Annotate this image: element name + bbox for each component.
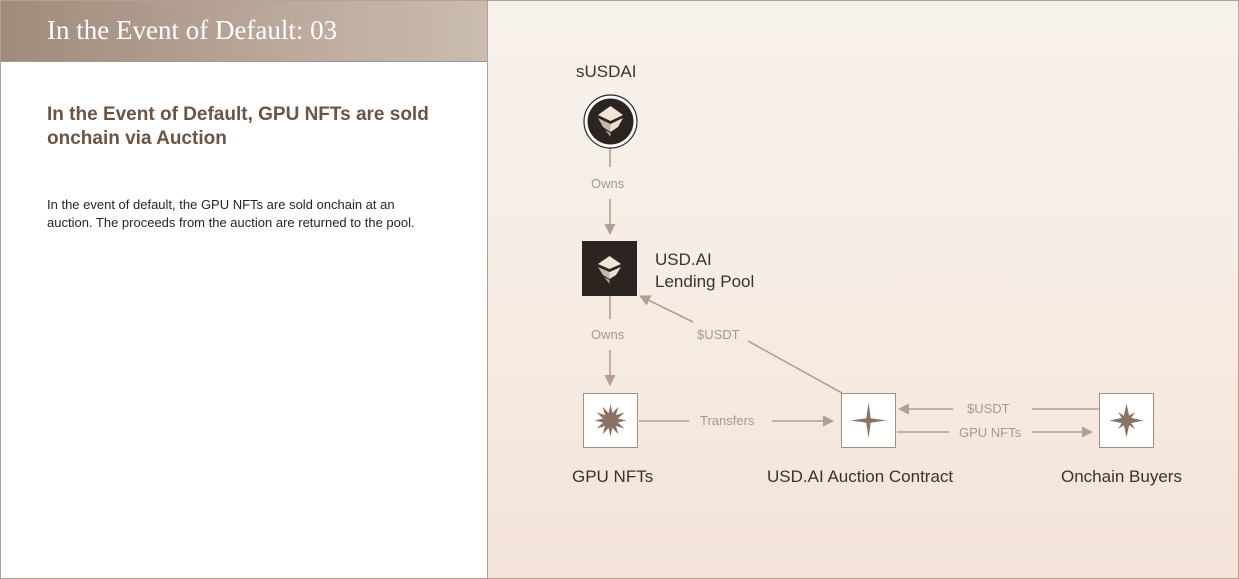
edge-label-auction-gpu-nfts: GPU NFTs [959, 425, 1022, 440]
edge-label-buyers-usdt: $USDT [967, 401, 1010, 416]
usdai-logo-icon [598, 256, 621, 284]
page-title: In the Event of Default: 03 [47, 15, 338, 45]
edge-label-susdai-owns: Owns [591, 176, 625, 191]
body-paragraph: In the event of default, the GPU NFTs ar… [47, 197, 415, 230]
edge-label-transfers: Transfers [700, 413, 755, 428]
section-subtitle: In the Event of Default, GPU NFTs are so… [47, 104, 429, 149]
edge-label-pool-owns: Owns [591, 327, 625, 342]
diagram-connectors [604, 148, 1099, 438]
four-point-star-icon [850, 402, 887, 439]
node-label-lending-pool: USD.AI Lending Pool [655, 249, 754, 293]
node-label-lending-pool-line2: Lending Pool [655, 272, 755, 291]
node-susdai [583, 94, 638, 149]
node-label-gpu-nfts: GPU NFTs [572, 467, 654, 486]
susdai-logo-icon [583, 94, 638, 149]
left-panel: In the Event of Default: 03 In the Event… [1, 1, 488, 578]
node-lending-pool [582, 241, 637, 296]
node-label-onchain-buyers: Onchain Buyers [1061, 467, 1182, 486]
node-auction-contract [841, 393, 896, 448]
edge-auction-pool-lower [747, 340, 843, 394]
edge-label-auction-pool-usdt: $USDT [697, 327, 740, 342]
diagram-panel: Owns Owns Transfers $USDT $USDT GPU NFTs… [488, 1, 1238, 578]
node-label-lending-pool-line1: USD.AI [655, 250, 712, 269]
header-bar: In the Event of Default: 03 [1, 1, 487, 62]
eight-point-star-icon [1109, 403, 1144, 438]
node-gpu-nfts [583, 393, 638, 448]
node-onchain-buyers [1099, 393, 1154, 448]
node-label-auction-contract: USD.AI Auction Contract [767, 467, 954, 486]
edge-auction-pool-upper [638, 295, 694, 323]
node-label-susdai: sUSDAI [576, 62, 637, 81]
starburst-icon [594, 404, 627, 437]
